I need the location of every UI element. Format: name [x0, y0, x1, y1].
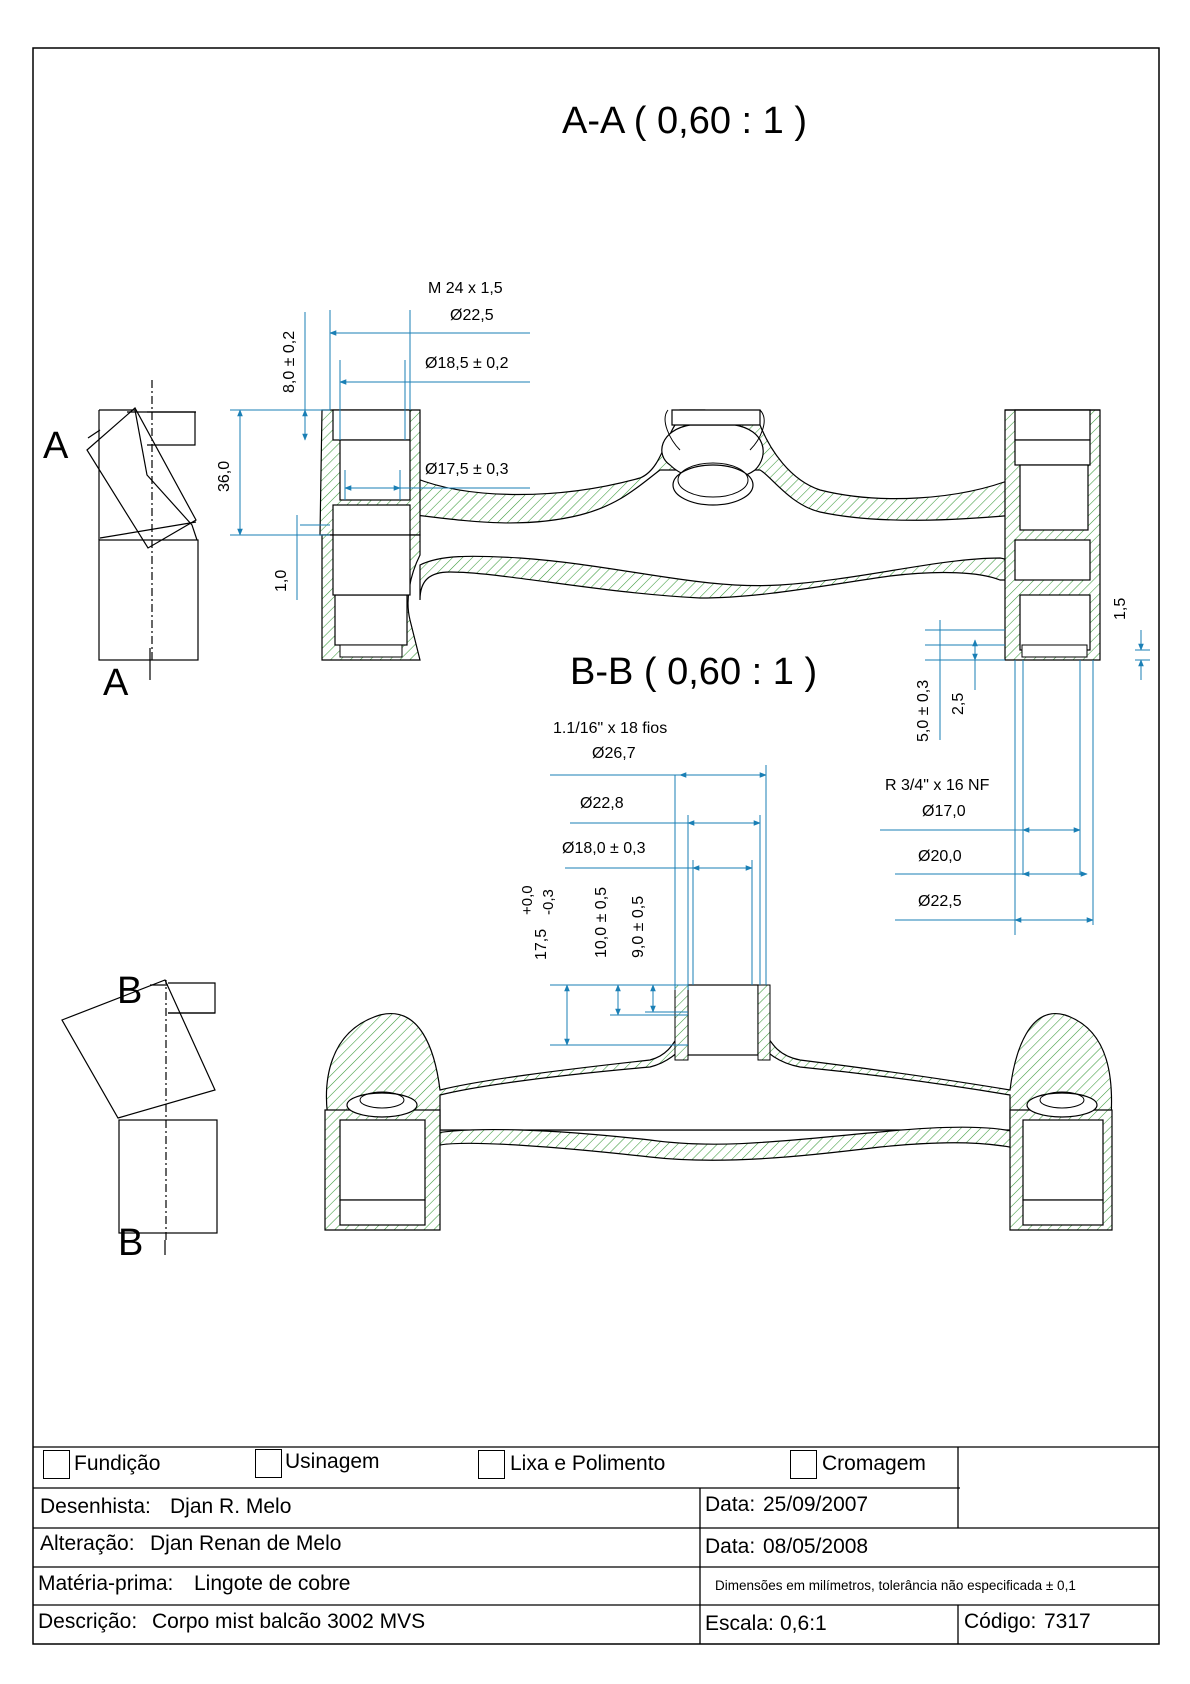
- dim-dia-18-0: Ø18,0 ± 0,3: [562, 840, 646, 857]
- dim-dia-22-5-right: Ø22,5: [918, 893, 962, 910]
- checkbox-lixa-polimento[interactable]: [478, 1450, 505, 1479]
- section-a-top-letter: A: [43, 425, 69, 467]
- dim-dia-22-8: Ø22,8: [580, 795, 624, 812]
- change-label: Alteração:: [40, 1532, 135, 1555]
- dim-depth-5: 5,0 ± 0,3: [915, 679, 932, 742]
- date2-value: 08/05/2008: [763, 1535, 869, 1558]
- dim-thread-m24: M 24 x 1,5: [428, 280, 503, 297]
- date1-value: 25/09/2007: [763, 1493, 869, 1516]
- process-usinagem: Usinagem: [285, 1450, 380, 1473]
- dim-height-8: 8,0 ± 0,2: [281, 330, 298, 393]
- section-bb: [324, 984, 1113, 1231]
- process-cromagem: Cromagem: [822, 1452, 926, 1475]
- section-aa: [319, 409, 1101, 661]
- dim-tol-lower: -0,3: [540, 889, 557, 915]
- dim-depth-10: 10,0 ± 0,5: [593, 886, 610, 958]
- checkbox-cromagem[interactable]: [790, 1450, 817, 1479]
- dim-wall-1-5: 1,5: [1112, 597, 1129, 620]
- dim-dia-20-0: Ø20,0: [918, 848, 962, 865]
- dim-dia-18-5: Ø18,5 ± 0,2: [425, 355, 509, 372]
- aa-lower-wall: [419, 555, 1021, 601]
- description-value: Corpo mist balcão 3002 MVS: [152, 1610, 426, 1633]
- section-b-bottom-letter: B: [118, 1222, 144, 1264]
- dimension-lines: [230, 310, 1150, 1046]
- dim-depth-2-5: 2,5: [950, 692, 967, 715]
- code-label: Código:: [964, 1610, 1037, 1633]
- material-value: Lingote de cobre: [194, 1572, 351, 1595]
- dim-thread-1-1-16: 1.1/16" x 18 fios: [553, 720, 668, 737]
- sheet-border: [32, 47, 1160, 1645]
- code-value: 7317: [1044, 1610, 1091, 1633]
- designer-name: Djan R. Melo: [170, 1495, 292, 1518]
- material-label: Matéria-prima:: [38, 1572, 174, 1595]
- scale-label: Escala:: [705, 1612, 774, 1635]
- dimensions-note: Dimensões em milímetros, tolerância não …: [715, 1578, 1076, 1593]
- side-view-a: [86, 380, 199, 680]
- dim-height-1: 1,0: [273, 569, 290, 592]
- dim-dia-17-5: Ø17,5 ± 0,3: [425, 461, 509, 478]
- process-lixa-polimento: Lixa e Polimento: [510, 1452, 666, 1475]
- title-block-lines: [33, 1446, 1159, 1644]
- checkbox-fundicao[interactable]: [43, 1450, 70, 1479]
- dim-dia-22-5: Ø22,5: [450, 307, 494, 324]
- description-label: Descrição:: [38, 1610, 138, 1633]
- date1-label: Data:: [705, 1493, 756, 1516]
- designer-label: Desenhista:: [40, 1495, 151, 1518]
- changer-name: Djan Renan de Melo: [150, 1532, 342, 1555]
- dim-thread-r34: R 3/4" x 16 NF: [885, 777, 990, 794]
- date2-label: Data:: [705, 1535, 756, 1558]
- section-a-bottom-letter: A: [103, 662, 129, 704]
- scale-value: 0,6:1: [780, 1612, 827, 1635]
- dim-height-36: 36,0: [216, 460, 233, 492]
- dim-depth-17-5: 17,5: [533, 928, 550, 960]
- side-view-b: [61, 979, 218, 1255]
- section-aa-title: A-A ( 0,60 : 1 ): [562, 100, 807, 142]
- section-b-top-letter: B: [117, 970, 143, 1012]
- checkbox-usinagem[interactable]: [255, 1449, 282, 1478]
- process-fundicao: Fundição: [74, 1452, 161, 1475]
- dim-dia-26-7: Ø26,7: [592, 745, 636, 762]
- section-bb-title: B-B ( 0,60 : 1 ): [570, 651, 818, 693]
- dim-tol-upper: +0,0: [519, 885, 536, 915]
- dim-depth-9: 9,0 ± 0,5: [630, 895, 647, 958]
- dim-dia-17-0: Ø17,0: [922, 803, 966, 820]
